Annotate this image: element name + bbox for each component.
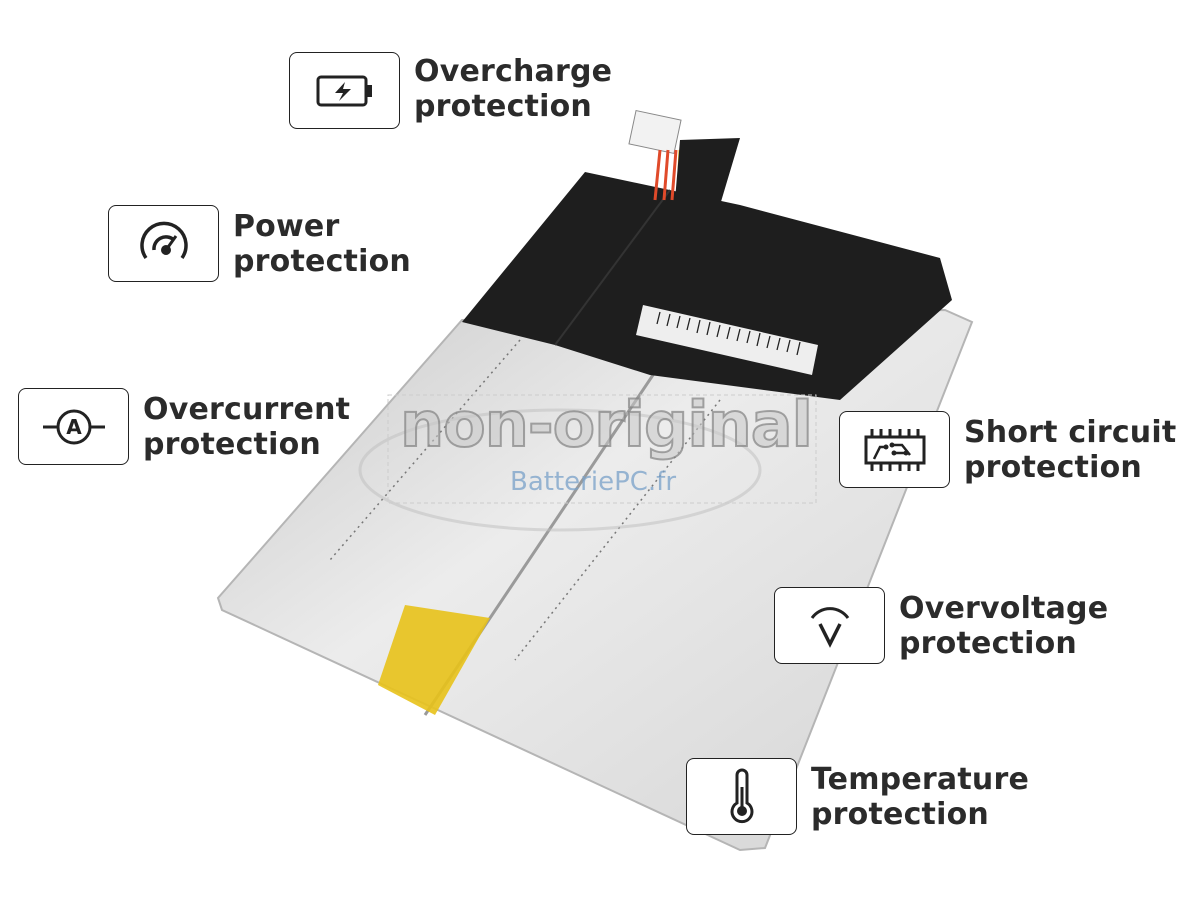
barcode-label bbox=[636, 305, 818, 375]
svg-text:A: A bbox=[66, 415, 82, 439]
feature-subtitle: protection bbox=[233, 243, 411, 279]
connector bbox=[628, 109, 682, 155]
flex-cable bbox=[675, 138, 740, 205]
gauge-icon bbox=[108, 205, 219, 282]
yellow-tape bbox=[378, 605, 490, 715]
feature-title: Overcurrent bbox=[143, 391, 351, 427]
barcode bbox=[656, 311, 801, 356]
feature-title: Short circuit bbox=[964, 414, 1177, 450]
feature-subtitle: protection bbox=[811, 796, 989, 832]
watermark-text: non-original bbox=[399, 387, 814, 462]
feature-subtitle: protection bbox=[414, 88, 592, 124]
feature-title: Temperature bbox=[811, 761, 1029, 797]
voltmeter-icon bbox=[774, 587, 885, 664]
battery-cell bbox=[216, 308, 974, 852]
feature-subtitle: protection bbox=[143, 426, 321, 462]
feature-subtitle: protection bbox=[964, 449, 1142, 485]
feature-title: Overcharge bbox=[414, 53, 613, 89]
feature-title: Power bbox=[233, 208, 340, 244]
ammeter-icon: A bbox=[18, 388, 129, 465]
battery-charge-icon bbox=[289, 52, 400, 129]
thermometer-icon bbox=[686, 758, 797, 835]
watermark-brand: BatteriePC.fr bbox=[510, 467, 677, 497]
circuit-chip-icon bbox=[839, 411, 950, 488]
cell-print bbox=[329, 339, 721, 661]
feature-title: Overvoltage bbox=[899, 590, 1109, 626]
battery-black-cover bbox=[462, 172, 952, 400]
feature-subtitle: protection bbox=[899, 625, 1077, 661]
